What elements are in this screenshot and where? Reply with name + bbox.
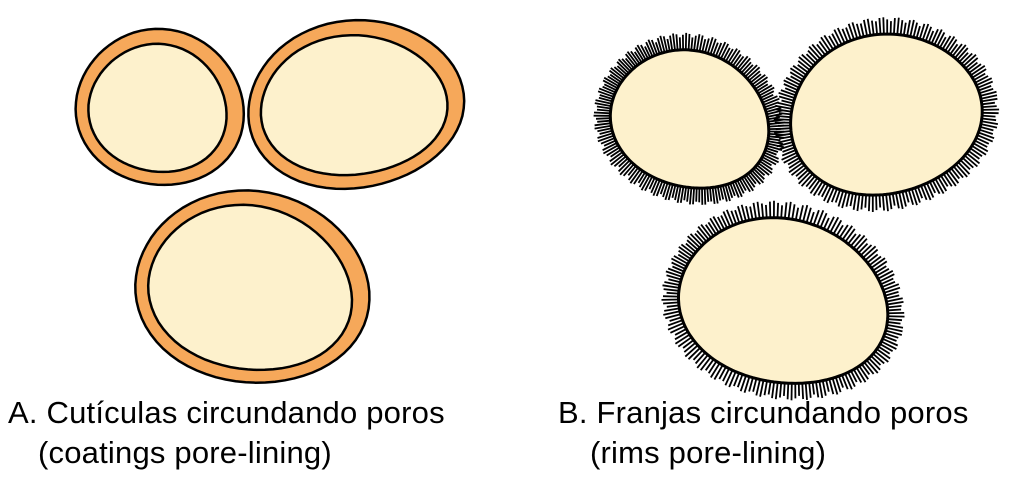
caption-b-title: B. Franjas circundando poros <box>558 393 969 433</box>
caption-a: A. Cutículas circundando poros (coatings… <box>8 393 445 473</box>
caption-b-subtitle: (rims pore-lining) <box>558 433 969 473</box>
coated-grain <box>248 20 464 189</box>
caption-b: B. Franjas circundando poros (rims pore-… <box>558 393 969 473</box>
rimmed-grain <box>774 17 999 212</box>
caption-a-subtitle: (coatings pore-lining) <box>8 433 445 473</box>
rimmed-grain <box>594 33 786 205</box>
coated-grain <box>135 190 369 382</box>
caption-a-title: A. Cutículas circundando poros <box>8 393 445 433</box>
panel-b-rims <box>594 17 1000 400</box>
rimmed-grain <box>662 201 905 400</box>
panel-a-coatings <box>76 20 465 383</box>
grain <box>261 35 448 175</box>
coated-grain <box>76 29 244 185</box>
